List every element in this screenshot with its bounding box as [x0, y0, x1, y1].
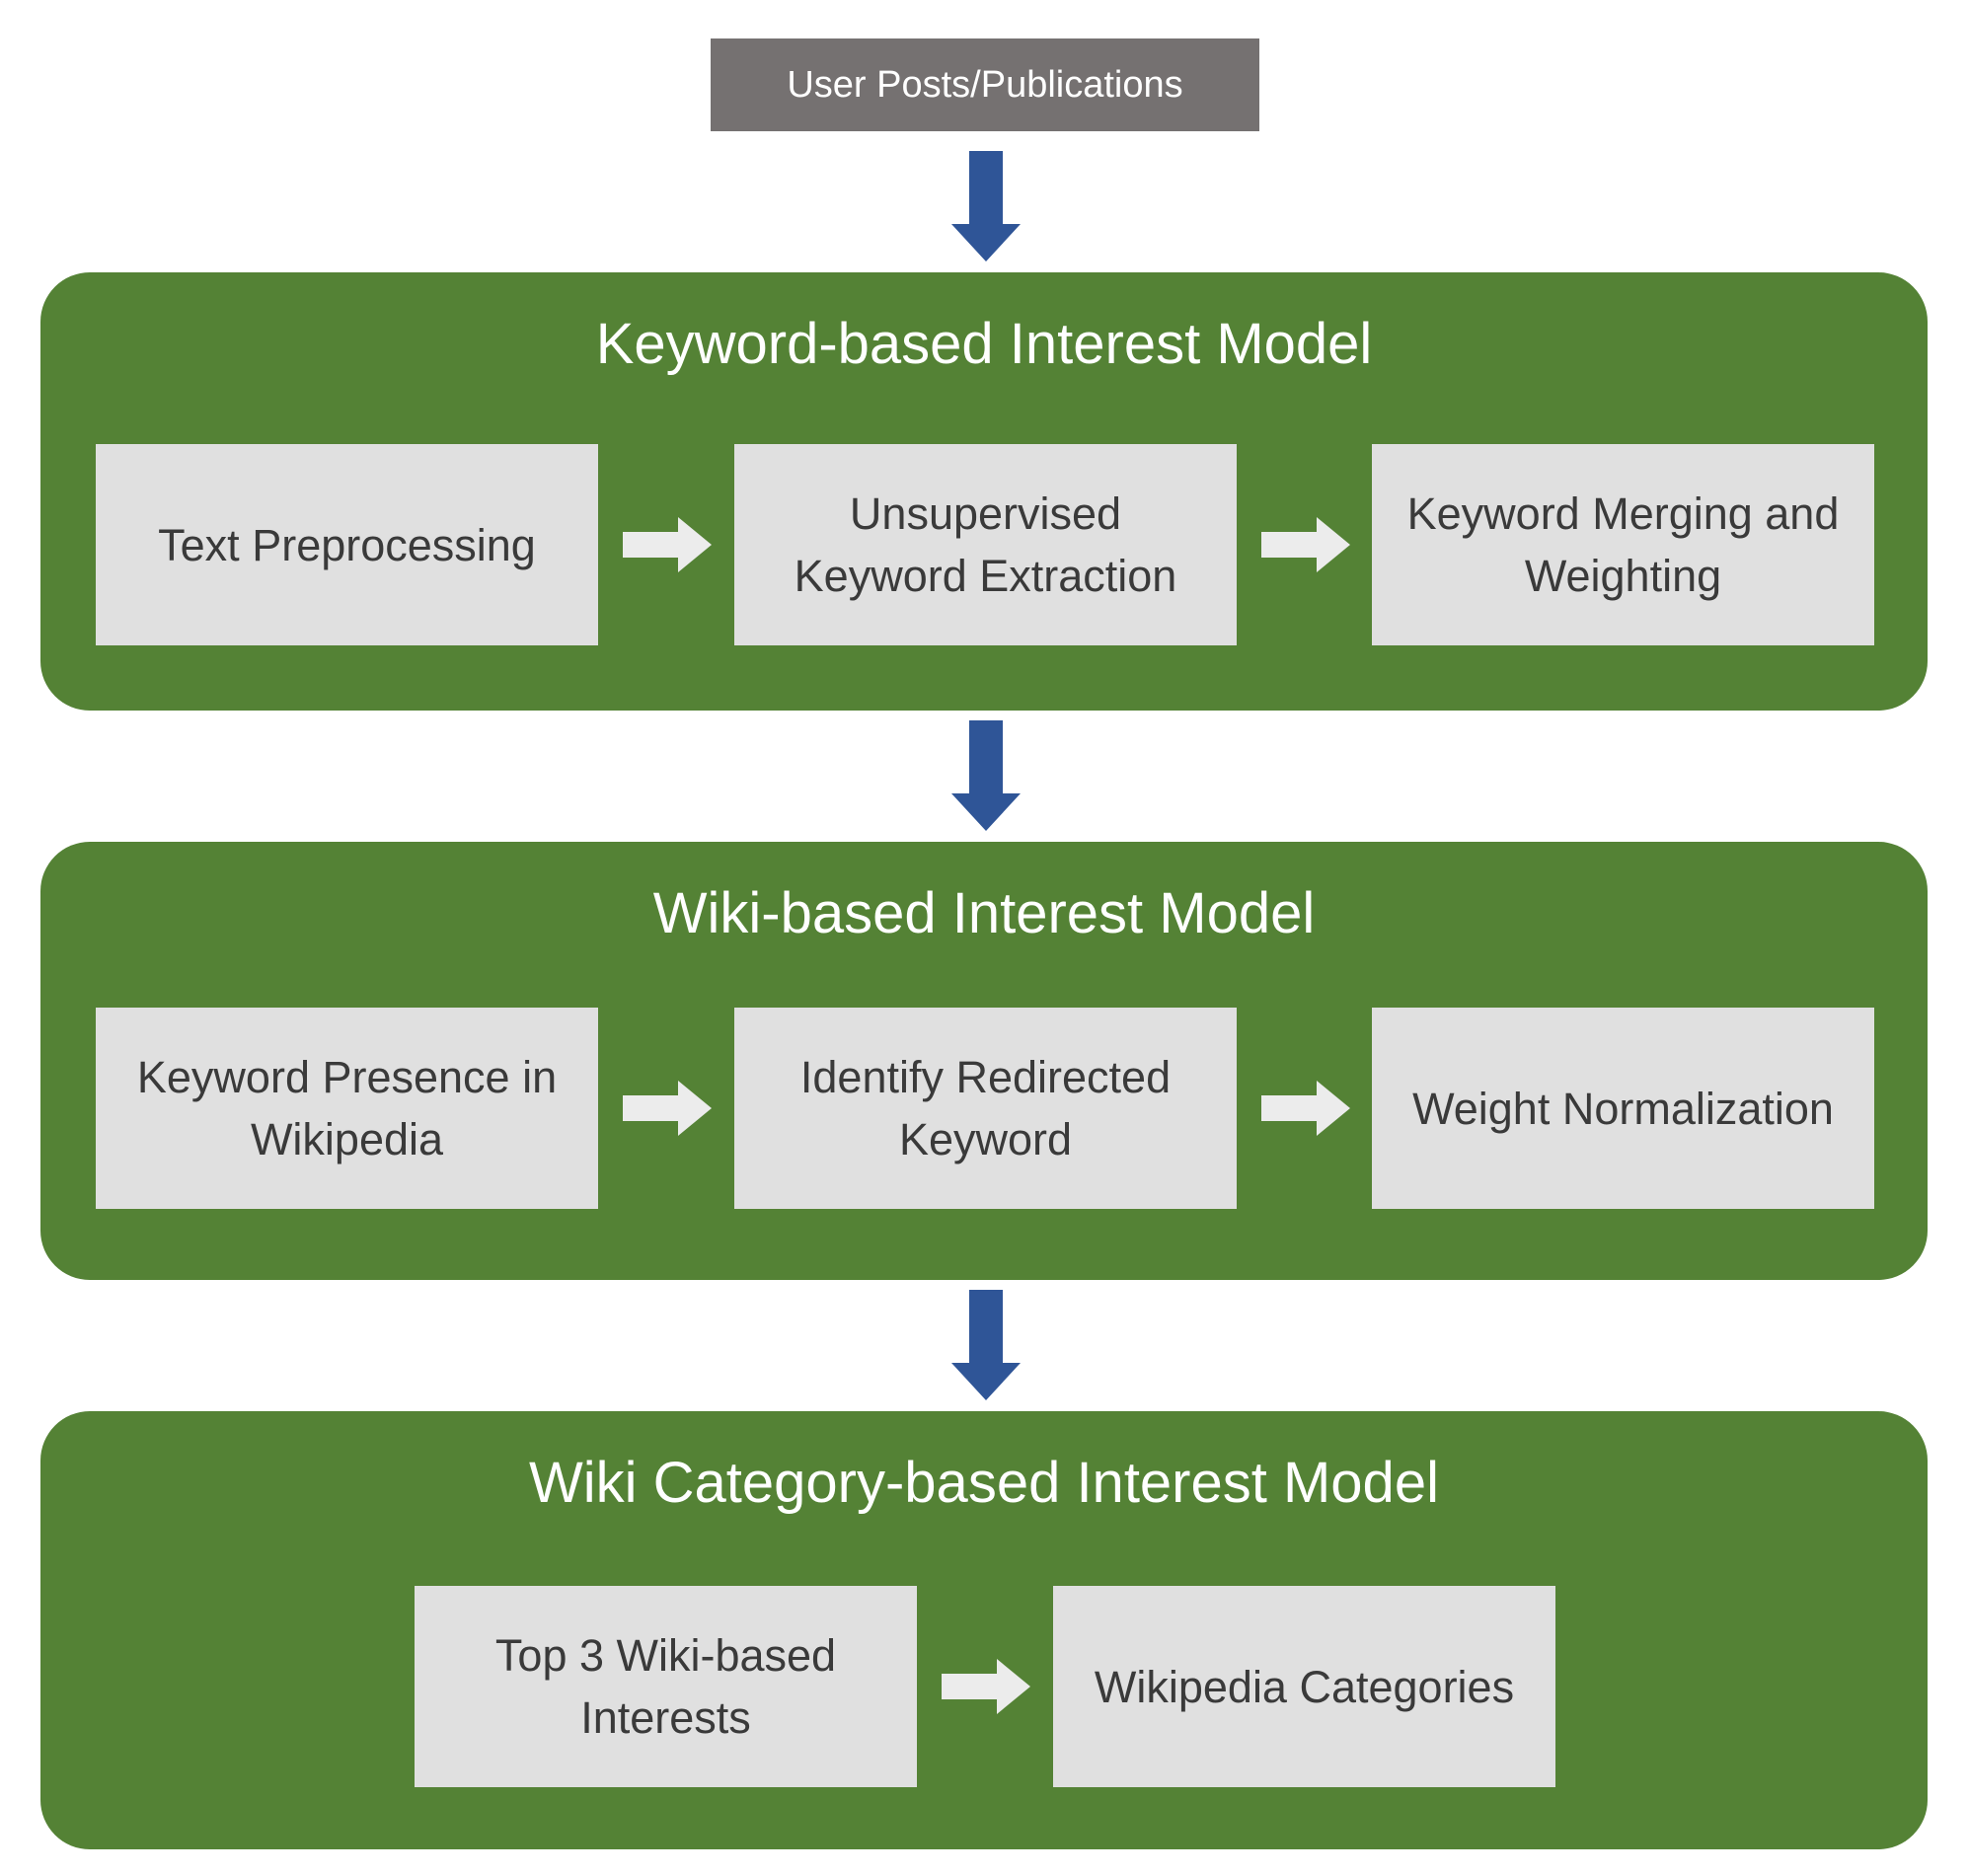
step-keyword-merging-and-weighting: Keyword Merging and Weighting: [1372, 444, 1874, 645]
down-arrow-icon: [951, 720, 1021, 831]
panel-title: Wiki-based Interest Model: [652, 881, 1316, 945]
step-label: Identify Redirected Keyword: [799, 1052, 1172, 1164]
right-arrow-icon: [942, 1659, 1030, 1714]
step-identify-redirected-keyword: Identify Redirected Keyword: [734, 1008, 1237, 1209]
panel-title: Keyword-based Interest Model: [595, 312, 1373, 376]
panel-wiki-category-based-interest-model: Wiki Category-based Interest Model Top 3…: [40, 1411, 1928, 1849]
step-weight-normalization: Weight Normalization: [1372, 1008, 1874, 1209]
panel-wiki-based-interest-model: Wiki-based Interest Model Keyword Presen…: [40, 842, 1928, 1280]
down-arrow-icon: [951, 1290, 1021, 1400]
panel-keyword-based-interest-model: Keyword-based Interest Model Text Prepro…: [40, 272, 1928, 711]
step-label: Keyword Presence in Wikipedia: [136, 1052, 558, 1164]
step-label: Wikipedia Categories: [1094, 1661, 1515, 1712]
step-label: Weight Normalization: [1412, 1083, 1834, 1134]
right-arrow-icon: [1261, 517, 1350, 572]
panel-title: Wiki Category-based Interest Model: [529, 1451, 1439, 1515]
step-wikipedia-categories: Wikipedia Categories: [1053, 1586, 1555, 1787]
step-text-preprocessing: Text Preprocessing: [96, 444, 598, 645]
step-label: Keyword Merging and Weighting: [1406, 488, 1840, 601]
source-label: User Posts/Publications: [787, 63, 1183, 106]
down-arrow-icon: [951, 151, 1021, 262]
step-label: Unsupervised Keyword Extraction: [794, 488, 1177, 601]
right-arrow-icon: [1261, 1081, 1350, 1136]
step-top-3-wiki-based-interests: Top 3 Wiki-based Interests: [415, 1586, 917, 1787]
step-label: Text Preprocessing: [158, 519, 536, 570]
right-arrow-icon: [623, 1081, 712, 1136]
right-arrow-icon: [623, 517, 712, 572]
step-label: Top 3 Wiki-based Interests: [494, 1630, 837, 1743]
source-box-user-posts: User Posts/Publications: [711, 38, 1259, 131]
step-unsupervised-keyword-extraction: Unsupervised Keyword Extraction: [734, 444, 1237, 645]
step-keyword-presence-in-wikipedia: Keyword Presence in Wikipedia: [96, 1008, 598, 1209]
